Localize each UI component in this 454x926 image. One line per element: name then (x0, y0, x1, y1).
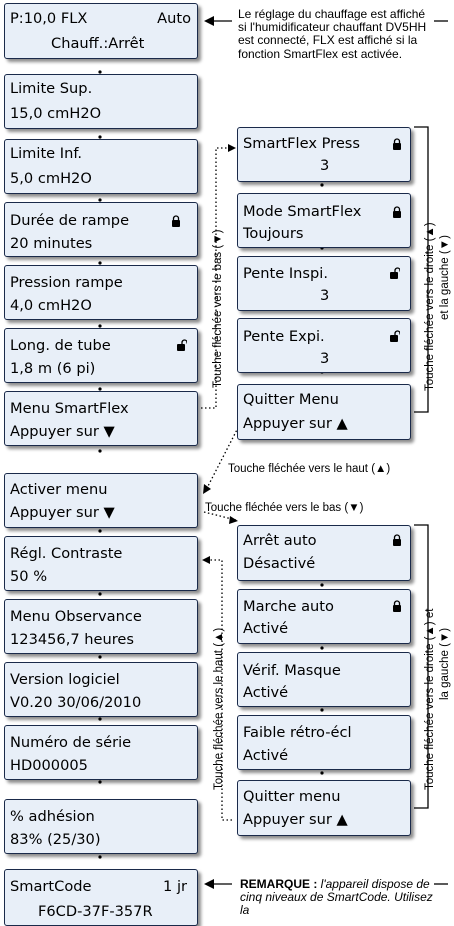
screen-quitter-activation: Quitter menu Appuyer sur ▲ (237, 780, 411, 836)
screen-line2: 123456,7 heures (10, 631, 135, 648)
screen-line2: Appuyer sur ▲ (243, 415, 348, 432)
screen-line1-right: 1 jr (163, 878, 187, 895)
screen-line1: Durée de rampe (10, 212, 130, 229)
screen-marche-auto: Marche auto Activé (237, 589, 411, 644)
screen-line1: % adhésion (10, 808, 95, 825)
screen-line1: Vérif. Masque (243, 662, 341, 679)
note-chauffage: Le réglage du chauffage est affiché si l… (238, 7, 427, 61)
screen-line1: Marche auto (243, 598, 334, 615)
screen-version: Version logiciel V0.20 30/06/2010 (4, 662, 198, 717)
screen-line1: Pente Inspi. (243, 265, 328, 282)
screen-line2: Activé (243, 747, 289, 764)
screen-menu-smartflex: Menu SmartFlex Appuyer sur ▼ (4, 391, 198, 446)
lock-open-icon (390, 267, 400, 279)
label-down-key-1: Touche fléchée vers le bas (▼) (212, 229, 224, 388)
lock-closed-icon (393, 138, 401, 150)
screen-line1: Faible rétro-écl (243, 724, 352, 741)
screen-arret-auto: Arrêt auto Désactivé (237, 525, 411, 581)
screen-line2: 3 (320, 157, 330, 174)
screen-adhesion: % adhésion 83% (25/30) (4, 799, 198, 854)
screen-main: P:10,0 FLX Auto Chauff.:Arrêt (4, 3, 198, 59)
screen-limite-inf: Limite Inf. 5,0 cmH2O (4, 139, 198, 194)
label-up-key-1: Touche fléchée vers le haut (▲) (228, 463, 391, 475)
remarque-label: REMARQUE : (240, 877, 318, 891)
screen-quitter-smartflex: Quitter Menu Appuyer sur ▲ (237, 384, 411, 440)
screen-line1: Menu Observance (10, 608, 142, 625)
label-right-left-1: Touche fléchée vers le droite (▲) (424, 222, 436, 391)
screen-line2: 3 (320, 350, 330, 367)
note-remarque: REMARQUE : l'appareil dispose de cinq ni… (240, 877, 438, 918)
screen-faible-retro: Faible rétro-écl Activé (237, 715, 411, 770)
screen-line2: Appuyer sur ▼ (10, 504, 115, 521)
screen-line2: Toujours (243, 225, 304, 242)
screen-line2: Appuyer sur ▼ (10, 423, 115, 440)
screen-line1: Limite Inf. (10, 145, 83, 162)
screen-contraste: Régl. Contraste 50 % (4, 536, 198, 591)
screen-numero-serie: Numéro de série HD000005 (4, 725, 198, 780)
screen-line1-right: Auto (157, 10, 191, 27)
screen-line1: Mode SmartFlex (243, 203, 362, 220)
screen-line2: 4,0 cmH2O (10, 297, 92, 314)
screen-line1: P:10,0 FLX (10, 10, 88, 27)
screen-pente-inspi: Pente Inspi. 3 (237, 256, 411, 311)
screen-limite-sup: Limite Sup. 15,0 cmH2O (4, 74, 198, 129)
screen-line2: 3 (320, 287, 330, 304)
screen-line2: Chauff.:Arrêt (51, 35, 145, 52)
lock-open-icon (177, 339, 187, 351)
screen-smartcode: SmartCode 1 jr F6CD-37F-357R (4, 869, 198, 926)
screen-line2: Appuyer sur ▲ (243, 811, 348, 828)
remarque-text: l'appareil dispose de cinq niveaux de Sm… (240, 877, 433, 918)
screen-pente-expi: Pente Expi. 3 (237, 318, 411, 373)
screen-line1: Quitter menu (243, 788, 341, 805)
screen-verif-masque: Vérif. Masque Activé (237, 652, 411, 707)
screen-line2: Désactivé (243, 555, 316, 572)
label-right-left-1b: et la gauche (▼) (439, 235, 451, 320)
screen-line1: Long. de tube (10, 337, 111, 354)
screen-line1: Pression rampe (10, 274, 123, 291)
screen-duree-rampe: Durée de rampe 20 minutes (4, 202, 198, 257)
screen-line1: Quitter Menu (243, 391, 339, 408)
screen-line2: 15,0 cmH2O (10, 105, 102, 122)
screen-line1: Limite Sup. (10, 80, 93, 97)
screen-pression-rampe: Pression rampe 4,0 cmH2O (4, 265, 198, 320)
screen-line2: 50 % (10, 568, 48, 585)
screen-line1: Activer menu (10, 481, 108, 498)
screen-line1: Pente Expi. (243, 328, 325, 345)
lock-closed-icon (393, 206, 401, 218)
screen-line2: 5,0 cmH2O (10, 170, 92, 187)
screen-activer-menu: Activer menu Appuyer sur ▼ (4, 473, 198, 528)
label-down-key-2: Touche fléchée vers le bas (▼) (205, 502, 364, 514)
lock-closed-icon (393, 534, 401, 546)
screen-line1: Menu SmartFlex (10, 400, 129, 417)
label-right-left-2b: la gauche (▼) (439, 627, 451, 700)
lock-closed-icon (393, 600, 401, 612)
screen-observance: Menu Observance 123456,7 heures (4, 599, 198, 654)
screen-line1: Version logiciel (10, 671, 120, 688)
screen-long-tube: Long. de tube 1,8 m (6 pi) (4, 328, 198, 383)
screen-line1: SmartFlex Press (243, 135, 360, 152)
label-right-left-2: Touche fléchée vers le droite (▲) et (424, 608, 436, 790)
screen-line2: 20 minutes (10, 235, 93, 252)
label-up-key-2: Touche fléchée vers le haut (▲) (213, 627, 225, 790)
screen-line2: HD000005 (10, 757, 88, 774)
screen-line1: SmartCode (10, 878, 92, 895)
screen-line1: Arrêt auto (243, 532, 317, 549)
screen-line1: Régl. Contraste (10, 545, 123, 562)
screen-smartflex-press: SmartFlex Press 3 (237, 127, 411, 182)
screen-line2: 1,8 m (6 pi) (10, 360, 96, 377)
screen-line2: Activé (243, 620, 289, 637)
screen-line1: Numéro de série (10, 734, 132, 751)
screen-line2: Activé (243, 684, 289, 701)
lock-closed-icon (172, 215, 180, 227)
screen-mode-smartflex: Mode SmartFlex Toujours (237, 193, 411, 248)
screen-line2: 83% (25/30) (10, 831, 101, 848)
screen-line2: V0.20 30/06/2010 (10, 694, 142, 711)
screen-line2: F6CD-37F-357R (38, 903, 153, 920)
lock-open-icon (390, 330, 400, 342)
